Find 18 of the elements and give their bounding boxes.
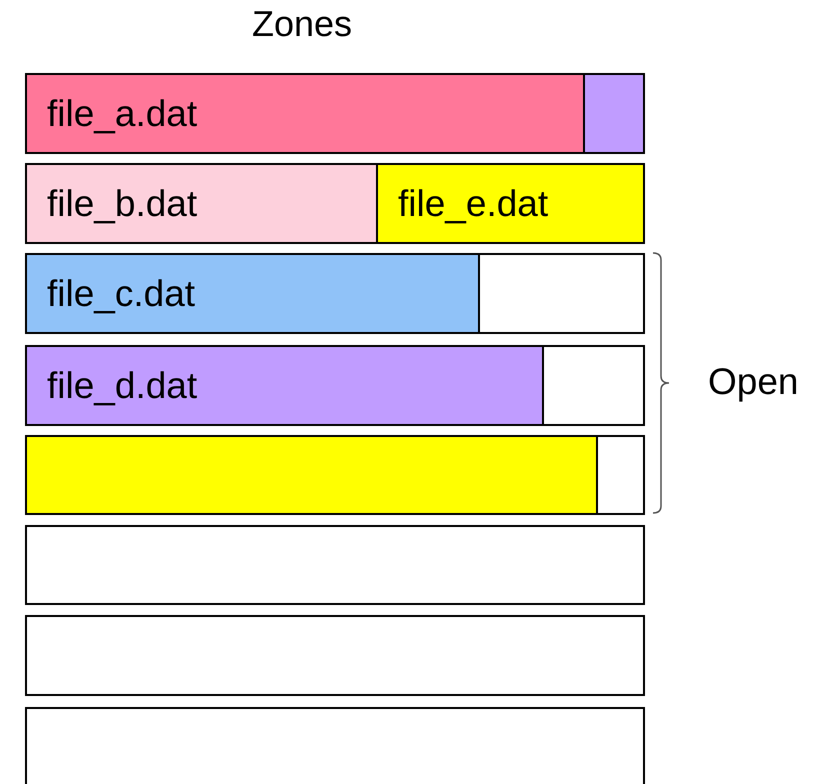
file-name: file_b.dat [46, 182, 198, 226]
zone-box [25, 615, 645, 696]
filled-segment [585, 75, 643, 152]
file-name: file_a.dat [46, 92, 198, 136]
file-name: file_e.dat [397, 182, 548, 226]
zone-box [25, 345, 645, 426]
zone-box [25, 163, 645, 244]
zone-box [25, 525, 645, 605]
file-segment [27, 165, 378, 242]
file-segment [378, 165, 643, 242]
brace-label: Open [708, 360, 799, 404]
file-name: file_c.dat [46, 272, 196, 316]
zone-box [25, 253, 645, 334]
title: Zones [250, 2, 354, 46]
file-segment [27, 255, 480, 332]
file-name: file_d.dat [46, 364, 198, 408]
zone-box [25, 707, 645, 784]
file-segment [27, 347, 544, 424]
